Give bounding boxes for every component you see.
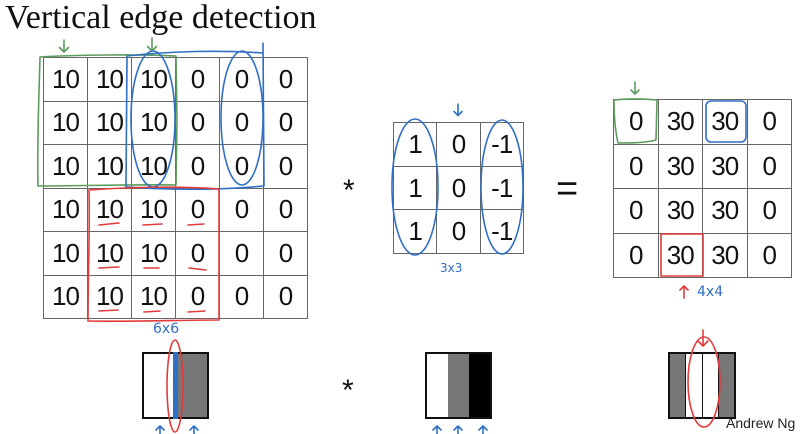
input-cell: 0 [264, 58, 308, 102]
output-cell: 0 [614, 189, 659, 234]
output-cell: 30 [658, 144, 703, 189]
input-cell: 0 [264, 188, 308, 232]
image-band [186, 354, 197, 417]
input-size-label: 6x6 [153, 321, 179, 337]
output-cell: 30 [658, 233, 703, 278]
image-band [717, 354, 734, 417]
filter-cell: 1 [394, 166, 438, 211]
output-cell: 0 [614, 144, 659, 189]
slide-title: Vertical edge detection [5, 0, 317, 36]
filter-cell: -1 [480, 166, 524, 211]
input-cell: 0 [176, 145, 220, 189]
input-cell: 10 [44, 101, 88, 145]
input-cell: 0 [220, 101, 264, 145]
input-cell: 10 [132, 101, 176, 145]
input-cell: 0 [176, 101, 220, 145]
blue-arrow-up-icon [432, 425, 442, 434]
input-cell: 10 [132, 145, 176, 189]
input-cell: 0 [264, 275, 308, 319]
filter-cell: 0 [437, 210, 481, 255]
image-band [670, 354, 686, 417]
red-arrow-down-icon [697, 329, 709, 347]
input-cell: 10 [44, 188, 88, 232]
equals-sign: = [556, 168, 579, 210]
filter-cell: 1 [394, 210, 438, 255]
output-size-label: 4x4 [697, 284, 723, 300]
input-cell: 0 [176, 188, 220, 232]
green-arrow-down-icon [630, 81, 640, 95]
input-cell: 0 [176, 58, 220, 102]
input-cell: 10 [132, 188, 176, 232]
input-cell: 0 [220, 275, 264, 319]
filter-cell: 0 [437, 123, 481, 167]
image-band [154, 354, 165, 417]
image-band [685, 354, 702, 417]
input-cell: 0 [176, 275, 220, 319]
image-band [175, 354, 186, 417]
output-cell: 0 [747, 189, 792, 234]
output-cell: 30 [658, 189, 703, 234]
input-cell: 10 [132, 232, 176, 276]
input-image [142, 352, 209, 419]
green-arrow-down-icon [58, 39, 70, 53]
output-cell: 0 [747, 100, 792, 145]
convolution-operator: * [343, 174, 355, 207]
output-cell: 0 [614, 233, 659, 278]
output-image [668, 352, 736, 419]
input-cell: 10 [88, 232, 132, 276]
input-cell: 0 [220, 58, 264, 102]
input-cell: 10 [132, 275, 176, 319]
input-cell: 10 [44, 145, 88, 189]
red-arrow-up-icon [679, 285, 689, 299]
input-cell: 0 [220, 232, 264, 276]
filter-cell: -1 [480, 123, 524, 167]
filter-cell: 0 [437, 166, 481, 211]
input-cell: 10 [88, 145, 132, 189]
output-cell: 0 [747, 144, 792, 189]
filter-image [425, 352, 492, 419]
input-cell: 10 [88, 101, 132, 145]
input-cell: 10 [88, 58, 132, 102]
input-cell: 0 [220, 145, 264, 189]
filter-size-label: 3x3 [440, 261, 462, 275]
input-cell: 10 [44, 58, 88, 102]
image-band [165, 354, 176, 417]
image-band [448, 354, 469, 417]
image-band [144, 354, 155, 417]
image-convolution-operator: * [342, 374, 354, 407]
author-credit: Andrew Ng [726, 415, 796, 431]
input-cell: 0 [264, 101, 308, 145]
blue-arrow-down-icon [453, 103, 463, 117]
input-matrix: 10 10 10 0 0 0 10 10 10 0 0 0 10 10 10 0… [43, 57, 308, 319]
blue-arrow-up-icon [155, 425, 165, 434]
input-cell: 0 [220, 188, 264, 232]
output-cell: 0 [747, 233, 792, 278]
output-cell: 30 [703, 189, 748, 234]
blue-arrow-up-icon [189, 425, 199, 434]
input-cell: 10 [132, 58, 176, 102]
input-cell: 10 [44, 232, 88, 276]
image-band [196, 354, 207, 417]
image-band [427, 354, 448, 417]
input-cell: 0 [176, 232, 220, 276]
filter-cell: -1 [480, 210, 524, 255]
output-cell: 30 [703, 233, 748, 278]
input-cell: 10 [88, 275, 132, 319]
output-matrix: 0 30 30 0 0 30 30 0 0 30 30 0 0 30 30 0 [613, 99, 792, 278]
output-cell: 30 [703, 100, 748, 145]
blue-arrow-up-icon [453, 425, 463, 434]
input-cell: 0 [264, 145, 308, 189]
filter-cell: 1 [394, 123, 438, 167]
input-cell: 10 [88, 188, 132, 232]
blue-arrow-up-icon [478, 425, 488, 434]
image-band [701, 354, 718, 417]
green-arrow-down-icon [146, 37, 158, 52]
output-cell: 30 [703, 144, 748, 189]
output-cell: 30 [658, 100, 703, 145]
input-cell: 10 [44, 275, 88, 319]
image-band [469, 354, 490, 417]
input-cell: 0 [264, 232, 308, 276]
filter-matrix: 1 0 -1 1 0 -1 1 0 -1 [393, 122, 524, 255]
output-cell: 0 [614, 100, 659, 145]
